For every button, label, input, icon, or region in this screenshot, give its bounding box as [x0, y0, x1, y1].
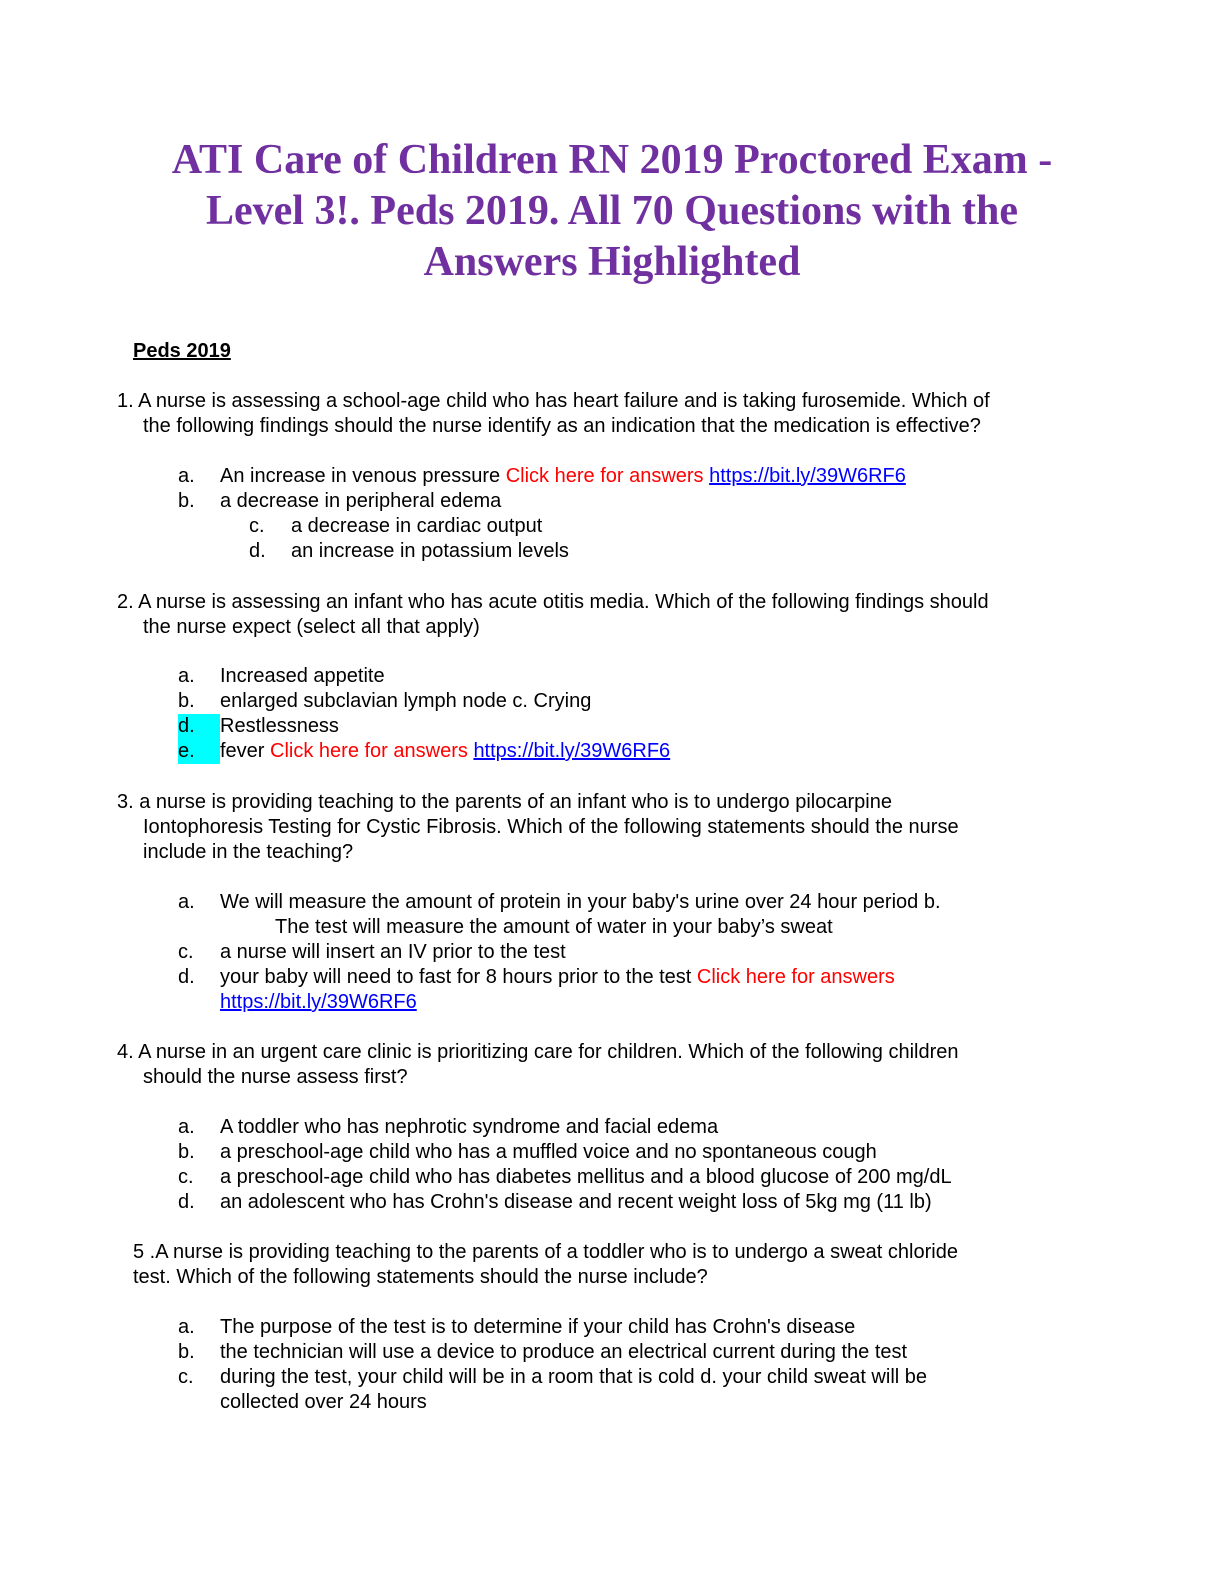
question-4-option-a: a. A toddler who has nephrotic syndrome … — [178, 1115, 718, 1140]
option-text: Increased appetite — [220, 665, 385, 687]
question-3-option-d: d. your baby will need to fast for 8 hou… — [178, 965, 895, 990]
answers-link[interactable]: https://bit.ly/39W6RF6 — [473, 740, 671, 762]
question-2-stem-line-2: the nurse expect (select all that apply) — [143, 616, 480, 638]
option-marker: b. — [178, 490, 195, 512]
option-text: The purpose of the test is to determine … — [220, 1316, 856, 1338]
option-text: an adolescent who has Crohn's disease an… — [220, 1191, 932, 1213]
question-3-option-a: a. We will measure the amount of protein… — [178, 890, 941, 915]
option-marker: c. — [178, 1166, 194, 1188]
answers-prompt: Click here for answers — [270, 740, 468, 762]
question-1-option-b: b. a decrease in peripheral edema — [178, 489, 501, 514]
question-2-option-e: e. fever Click here for answers https://… — [178, 739, 670, 764]
option-marker: b. — [178, 1341, 195, 1363]
option-text: a preschool-age child who has a muffled … — [220, 1141, 877, 1163]
option-marker: a. — [178, 1316, 195, 1338]
question-5-option-c: c. during the test, your child will be i… — [178, 1365, 927, 1390]
option-text: a decrease in peripheral edema — [220, 490, 502, 512]
question-5-option-a: a. The purpose of the test is to determi… — [178, 1315, 855, 1340]
option-marker: a. — [178, 465, 195, 487]
question-3-stem-line-2: Iontophoresis Testing for Cystic Fibrosi… — [143, 816, 959, 838]
option-text: a nurse will insert an IV prior to the t… — [220, 941, 566, 963]
question-2-stem-line-1: 2. A nurse is assessing an infant who ha… — [117, 591, 989, 613]
option-marker: b. — [178, 690, 195, 712]
option-marker: d. — [178, 966, 195, 988]
question-4-option-c: c. a preschool-age child who has diabete… — [178, 1165, 952, 1190]
document-title: ATI Care of Children RN 2019 Proctored E… — [112, 135, 1112, 288]
question-5-option-c-continued: collected over 24 hours — [220, 1391, 427, 1413]
option-text: Restlessness — [220, 715, 339, 737]
question-1-stem-line-1: 1. A nurse is assessing a school-age chi… — [117, 390, 990, 412]
answer-highlight: e. — [178, 739, 220, 764]
question-5-stem-line-2: test. Which of the following statements … — [133, 1266, 708, 1288]
option-marker: a. — [178, 1116, 195, 1138]
question-5-option-b: b. the technician will use a device to p… — [178, 1340, 907, 1365]
answers-prompt: Click here for answers — [696, 966, 895, 988]
question-2-option-b: b. enlarged subclavian lymph node c. Cry… — [178, 689, 591, 714]
title-line-1: ATI Care of Children RN 2019 Proctored E… — [171, 137, 1053, 183]
question-3-option-c: c. a nurse will insert an IV prior to th… — [178, 940, 566, 965]
title-line-2: Level 3!. Peds 2019. All 70 Questions wi… — [205, 188, 1018, 234]
question-4-stem-line-1: 4. A nurse in an urgent care clinic is p… — [117, 1041, 959, 1063]
question-2-option-a: a. Increased appetite — [178, 664, 385, 689]
option-text: an increase in potassium levels — [291, 540, 569, 562]
question-4-option-b: b. a preschool-age child who has a muffl… — [178, 1140, 877, 1165]
question-3-link-line: https://bit.ly/39W6RF6 — [220, 990, 417, 1015]
question-4-stem-line-2: should the nurse assess first? — [143, 1066, 408, 1088]
option-text: the technician will use a device to prod… — [220, 1341, 908, 1363]
title-line-3: Answers Highlighted — [423, 239, 801, 285]
question-5-stem-line-1: 5 .A nurse is providing teaching to the … — [133, 1241, 958, 1263]
question-2-option-d: d. Restlessness — [178, 714, 339, 739]
option-marker: a. — [178, 891, 195, 913]
question-1-stem-line-2: the following findings should the nurse … — [143, 415, 981, 437]
option-marker: c. — [178, 941, 194, 963]
option-marker: c. — [178, 1366, 194, 1388]
option-text: during the test, your child will be in a… — [220, 1366, 928, 1388]
option-text: We will measure the amount of protein in… — [220, 891, 941, 913]
option-marker: d. — [178, 1191, 195, 1213]
question-3-option-b-text: The test will measure the amount of wate… — [275, 916, 833, 938]
answer-highlight: d. — [178, 714, 220, 739]
option-marker: a. — [178, 665, 195, 687]
option-marker: b. — [178, 1141, 195, 1163]
question-1-option-d: d. an increase in potassium levels — [249, 539, 569, 564]
option-text: A toddler who has nephrotic syndrome and… — [220, 1116, 719, 1138]
option-text: An increase in venous pressure — [220, 465, 506, 487]
answers-link[interactable]: https://bit.ly/39W6RF6 — [220, 991, 417, 1013]
question-3-stem-line-3: include in the teaching? — [143, 841, 354, 863]
option-marker: c. — [249, 515, 265, 537]
question-1-option-a: a. An increase in venous pressure Click … — [178, 464, 906, 489]
question-4-option-d: d. an adolescent who has Crohn's disease… — [178, 1190, 932, 1215]
answers-prompt: Click here for answers — [505, 465, 704, 487]
option-text: fever — [220, 740, 271, 762]
option-marker: d. — [249, 540, 266, 562]
option-text: a decrease in cardiac output — [291, 515, 543, 537]
option-text: a preschool-age child who has diabetes m… — [220, 1166, 952, 1188]
option-text: your baby will need to fast for 8 hours … — [220, 966, 697, 988]
question-3-stem-line-1: 3. a nurse is providing teaching to the … — [117, 791, 892, 813]
question-1-option-c: c. a decrease in cardiac output — [249, 514, 542, 539]
option-text: enlarged subclavian lymph node c. Crying — [220, 690, 592, 712]
answers-link[interactable]: https://bit.ly/39W6RF6 — [709, 465, 906, 487]
section-heading: Peds 2019 — [133, 340, 231, 362]
